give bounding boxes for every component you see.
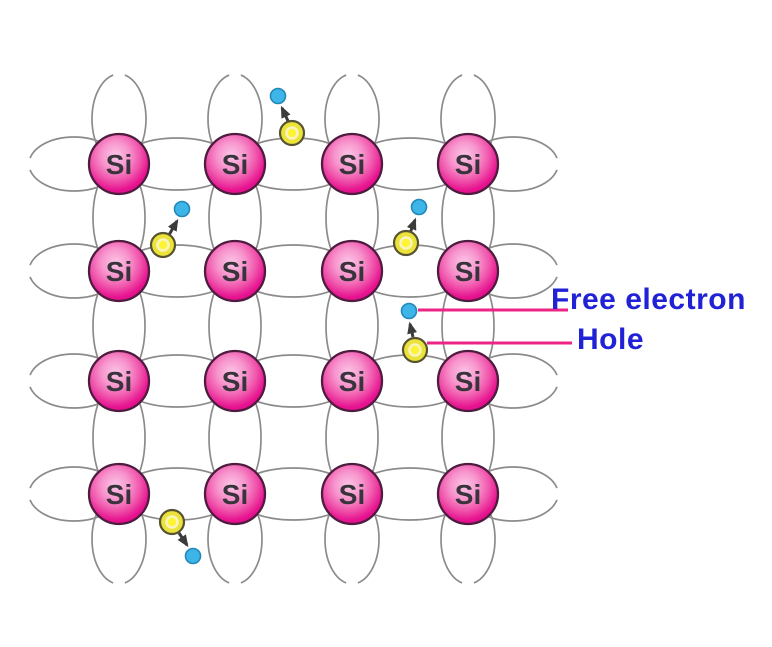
- bond-tip-gap: [346, 578, 358, 590]
- free-electron-icon: [400, 302, 418, 320]
- free-electron-icon: [184, 547, 202, 565]
- si-atom: [320, 132, 384, 196]
- hole-inner-dot: [408, 343, 422, 357]
- si-atom: [436, 462, 500, 526]
- free-electron-icon: [410, 198, 428, 216]
- si-atom-label: Si: [106, 479, 132, 510]
- si-atom: [203, 349, 267, 413]
- bond-tip-gap: [23, 265, 35, 277]
- bond-tip-gap: [462, 578, 474, 590]
- hole-inner-dot: [165, 515, 179, 529]
- free-electron-label: Free electron: [551, 283, 746, 316]
- bond-tip-gap: [23, 158, 35, 170]
- hole-inner-dot: [399, 236, 413, 250]
- si-atom: [87, 462, 151, 526]
- hole-inner-dot: [156, 238, 170, 252]
- si-atom-label: Si: [339, 479, 365, 510]
- si-atom-label: Si: [106, 149, 132, 180]
- bond-tip-gap: [552, 158, 564, 170]
- hole-label: Hole: [577, 323, 645, 356]
- bond-tip-gap: [229, 68, 241, 80]
- electron-motion-arrow: [407, 321, 418, 338]
- si-atom-label: Si: [222, 256, 248, 287]
- free-electron-icon: [269, 87, 287, 105]
- si-atom-label: Si: [339, 149, 365, 180]
- bond-tip-gap: [113, 68, 125, 80]
- bond-tip-gap: [552, 265, 564, 277]
- si-atom: [203, 132, 267, 196]
- si-atom: [436, 239, 500, 303]
- si-atom-label: Si: [339, 256, 365, 287]
- si-atom: [87, 239, 151, 303]
- si-atom: [203, 462, 267, 526]
- electron-motion-arrow: [167, 218, 179, 236]
- si-atom: [320, 462, 384, 526]
- bond-tip-gap: [23, 488, 35, 500]
- si-atom: [87, 349, 151, 413]
- si-atom: [203, 239, 267, 303]
- si-atom: [436, 349, 500, 413]
- si-atom-label: Si: [455, 256, 481, 287]
- si-atom: [320, 349, 384, 413]
- bond-tip-gap: [346, 68, 358, 80]
- si-atom-label: Si: [106, 256, 132, 287]
- si-atom-label: Si: [455, 479, 481, 510]
- si-atom: [87, 132, 151, 196]
- bond-tip-gap: [552, 375, 564, 387]
- si-atom: [436, 132, 500, 196]
- bond-tip-gap: [113, 578, 125, 590]
- si-atom-label: Si: [222, 479, 248, 510]
- bond-tip-gap: [23, 375, 35, 387]
- hole-inner-dot: [285, 126, 299, 140]
- bond-tip-gap: [552, 488, 564, 500]
- free-electron-icon: [173, 200, 191, 218]
- si-atom: [320, 239, 384, 303]
- bond-tip-gap: [462, 68, 474, 80]
- si-atom-label: Si: [106, 366, 132, 397]
- si-atom-label: Si: [455, 149, 481, 180]
- si-atom-label: Si: [222, 149, 248, 180]
- si-atom-label: Si: [222, 366, 248, 397]
- bond-tip-gap: [229, 578, 241, 590]
- electron-motion-arrow: [177, 532, 189, 548]
- si-atom-label: Si: [455, 366, 481, 397]
- electron-motion-arrow: [280, 105, 291, 122]
- si-atom-label: Si: [339, 366, 365, 397]
